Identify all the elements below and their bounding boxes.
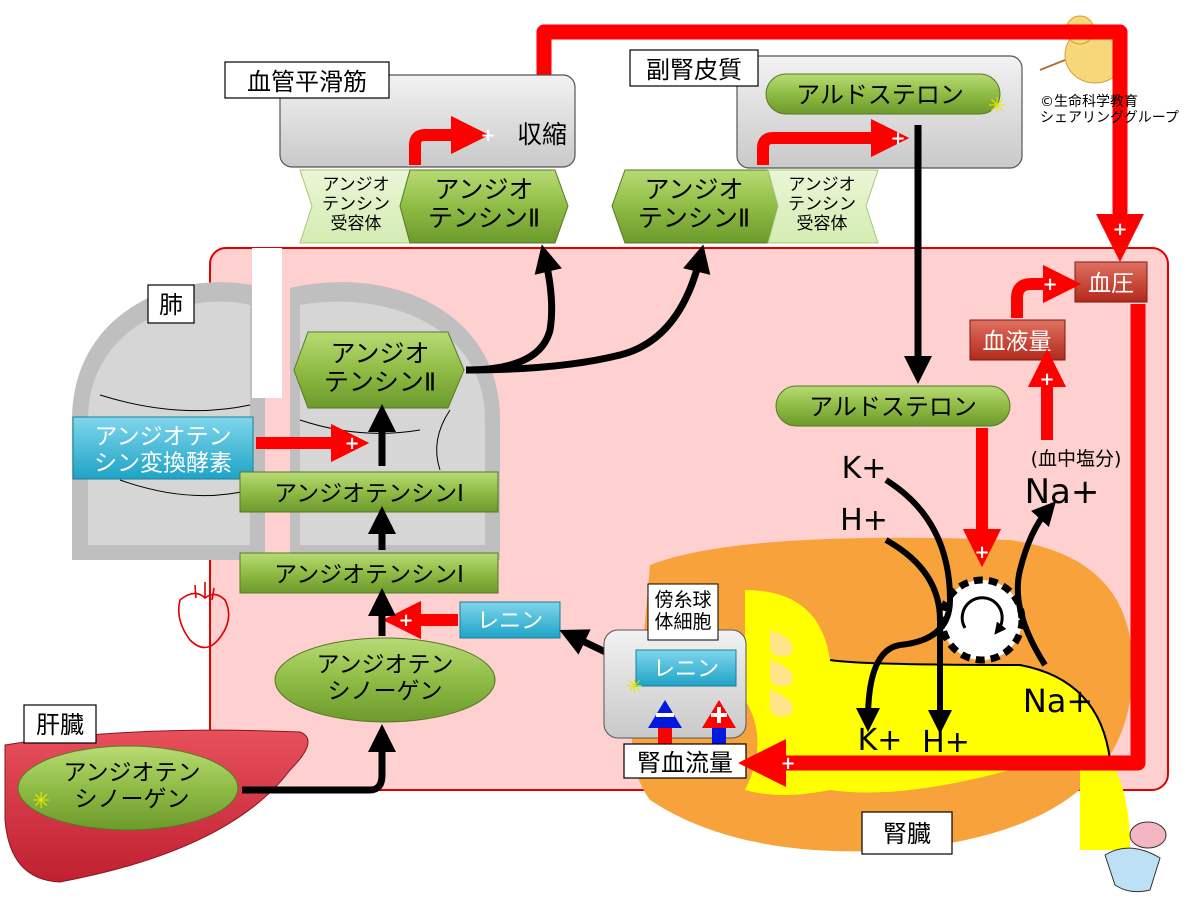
aldosterone-blood-label: アルドステロン xyxy=(809,393,977,421)
h-plus-bottom-label: H+ xyxy=(922,725,970,760)
arrow-contraction-to-bp xyxy=(536,24,1145,263)
plus-icon: + xyxy=(344,433,359,454)
renin-blood-label: レニン xyxy=(477,609,543,634)
at2-lung-label: アンジオテンシンⅡ xyxy=(324,339,436,397)
angiotensinogen-blood-label: アンジオテンシノーゲン xyxy=(316,652,453,704)
heart-icon xyxy=(177,582,230,649)
aldosterone-adrenal-box xyxy=(765,73,1001,115)
aldosterone-adrenal-label: アルドステロン xyxy=(796,81,964,109)
at2-muscle xyxy=(399,169,569,244)
at-receptor-2 xyxy=(767,169,879,244)
kidney-label: 腎臓 xyxy=(883,820,931,848)
arrow-at2-to-contraction xyxy=(409,115,490,165)
plus-markers: + + + + + + + + + xyxy=(344,125,1127,774)
kidney-label-box xyxy=(861,811,953,855)
renal-blood-flow-label: 腎血流量 xyxy=(637,749,733,777)
asterisk-liver-icon: ✳ xyxy=(32,789,50,814)
angiotensinogen-blood xyxy=(274,637,496,723)
lung-label: 肺 xyxy=(159,291,183,319)
liver-label: 肝臓 xyxy=(36,711,84,739)
adrenal-label-box xyxy=(629,49,759,87)
lung-label-box xyxy=(147,284,195,324)
at1-lower-label: アンジオテンシンⅠ xyxy=(274,562,464,588)
h-plus-top-label: H+ xyxy=(840,503,888,538)
arrow-volume-to-bp xyxy=(1011,264,1082,318)
juxtaglomerular-label: 傍糸球体細胞 xyxy=(654,589,711,633)
renin-cell-label: レニン xyxy=(653,657,719,682)
arrow-bp-to-kidney xyxy=(737,304,1146,788)
at1-upper-box xyxy=(239,471,499,513)
liver-label-box xyxy=(23,704,97,744)
ion-flux-arrows xyxy=(856,477,1057,734)
at2-lung xyxy=(293,331,465,409)
copyright-text: ©生命科学教育シェアリンググループ xyxy=(1040,93,1179,126)
smooth-muscle-label: 血管平滑筋 xyxy=(247,68,367,96)
at-receptor-2-label: アンジオテンシン受容体 xyxy=(788,175,856,234)
at1-lower-box xyxy=(239,552,499,594)
plus-icon: + xyxy=(780,753,795,774)
toilet-icon xyxy=(1104,821,1167,893)
pathway-arrows xyxy=(242,125,932,794)
ace-label: アンジオテンシン変換酵素 xyxy=(94,424,232,476)
ion-pump-icon xyxy=(938,576,1026,664)
plus-icon: + xyxy=(1042,274,1057,295)
angiotensinogen-liver-label: アンジオテンシノーゲン xyxy=(63,760,200,812)
at-receptor-1-label: アンジオテンシン受容体 xyxy=(322,175,390,234)
plus-icon: + xyxy=(974,542,989,563)
plus-icon: + xyxy=(890,128,905,149)
na-plus-top-label: Na+ xyxy=(1025,472,1100,512)
renin-blood-box xyxy=(459,601,561,639)
juxtaglomerular-label-box xyxy=(647,583,719,641)
renin-cell-box xyxy=(635,649,737,687)
blood-pressure-label: 血圧 xyxy=(1088,271,1134,297)
angiotensinogen-liver xyxy=(17,745,239,831)
k-plus-bottom-label: K+ xyxy=(858,723,903,758)
asterisk-adrenal-icon: ✳ xyxy=(988,94,1006,119)
blood-salt-label: (血中塩分) xyxy=(1031,448,1122,470)
at2-adrenal-label: アンジオテンシンⅡ xyxy=(638,175,750,233)
plus-icon: + xyxy=(480,125,495,146)
at2-muscle-label: アンジオテンシンⅡ xyxy=(428,175,540,233)
plus-icon: + xyxy=(1039,369,1054,390)
plus-regulation-icon xyxy=(702,700,736,747)
blood-pressure-box xyxy=(1074,261,1148,303)
contraction-label: 収縮 xyxy=(517,120,567,149)
k-plus-top-label: K+ xyxy=(842,451,887,486)
asterisk-cell-icon: ✳ xyxy=(626,674,643,698)
minus-regulation-icon xyxy=(648,700,682,747)
renal-blood-flow-box xyxy=(623,743,747,779)
aldosterone-blood-box xyxy=(775,385,1011,427)
smooth-muscle-label-box xyxy=(224,61,390,99)
plus-icon: + xyxy=(1112,219,1127,240)
arrow-at2-to-aldosterone xyxy=(757,118,910,165)
na-plus-bottom-label: Na+ xyxy=(1023,682,1093,720)
ace-box xyxy=(72,416,254,480)
plus-icon: + xyxy=(398,610,413,631)
adrenal-label: 副腎皮質 xyxy=(646,56,742,84)
at1-upper-label: アンジオテンシンⅠ xyxy=(274,481,464,507)
blood-volume-label: 血液量 xyxy=(983,329,1052,355)
